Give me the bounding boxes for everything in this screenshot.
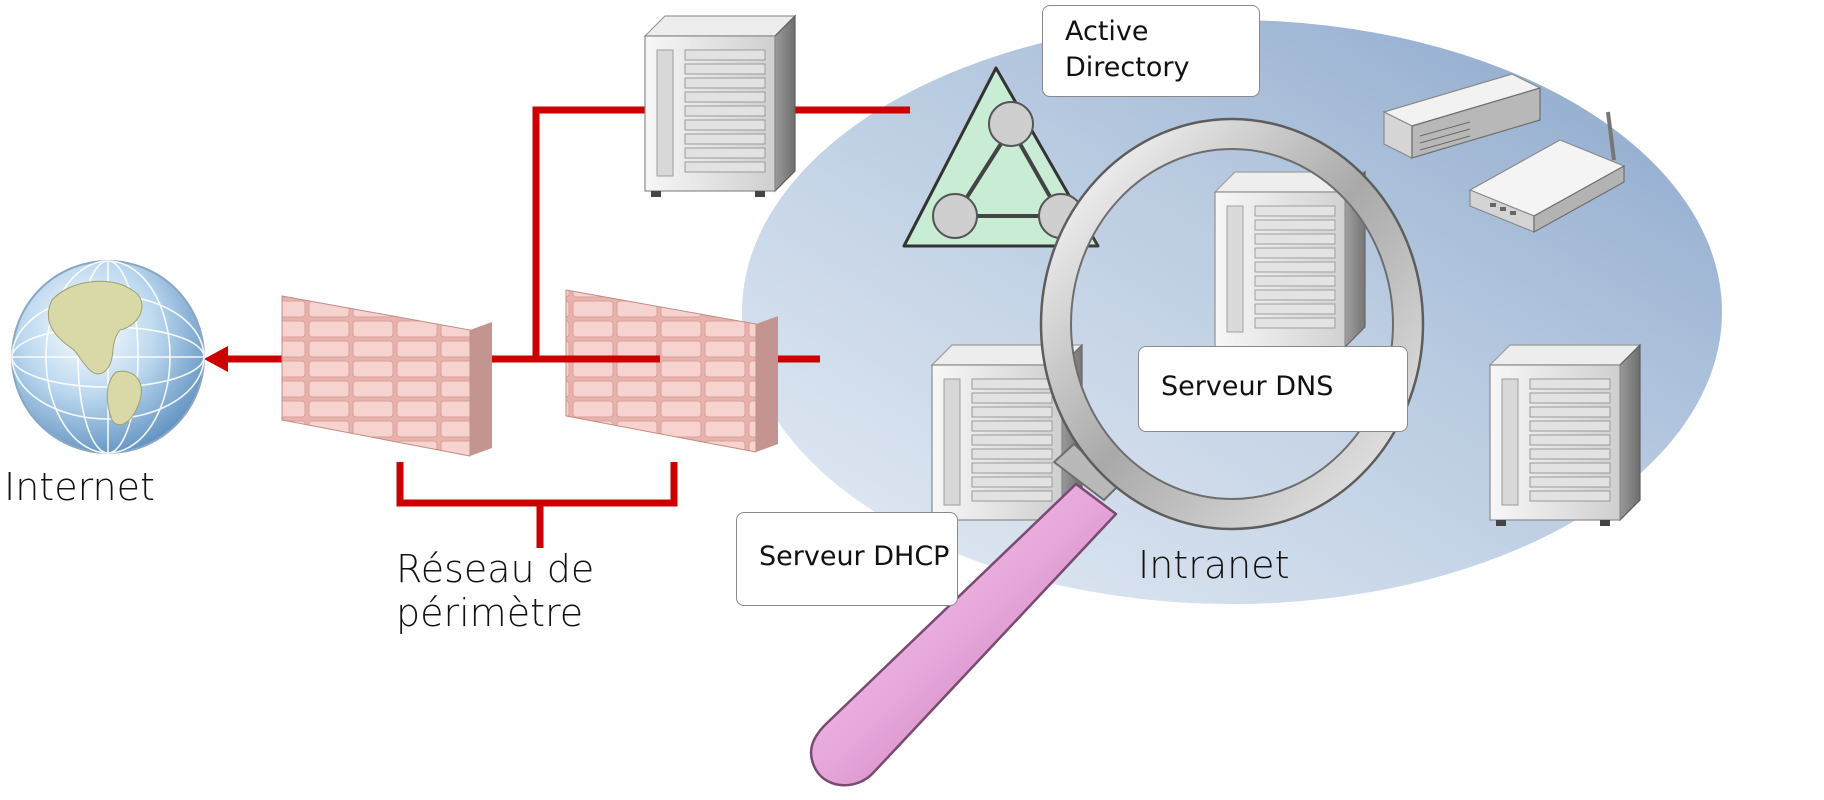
active-directory-callout: Active Directory [1042, 5, 1260, 97]
perimeter-bracket [396, 462, 678, 507]
internet-label: Internet [4, 465, 155, 509]
firewall-inner [565, 289, 778, 453]
perimeter-label-line2: périmètre [396, 591, 584, 635]
dhcp-server-callout: Serveur DHCP [736, 512, 958, 606]
arrow-to-internet [204, 346, 228, 372]
active-directory-callout-line1: Active [1065, 16, 1149, 47]
perimeter-server-icon [644, 15, 796, 198]
dhcp-server-callout-text: Serveur DHCP [759, 541, 950, 572]
globe-icon [11, 260, 205, 454]
intranet-server-icon [1489, 344, 1641, 527]
active-directory-icon [902, 66, 1100, 248]
perimeter-label-line1: Réseau de [396, 547, 595, 591]
active-directory-callout-line2: Directory [1065, 52, 1190, 83]
router-icon [1468, 111, 1626, 234]
dns-server-callout: Serveur DNS [1138, 346, 1408, 432]
dns-server-callout-text: Serveur DNS [1161, 371, 1334, 402]
rack-server-icon [1382, 73, 1542, 159]
intranet-label: Intranet [1138, 543, 1290, 587]
firewall-outer [281, 295, 492, 457]
